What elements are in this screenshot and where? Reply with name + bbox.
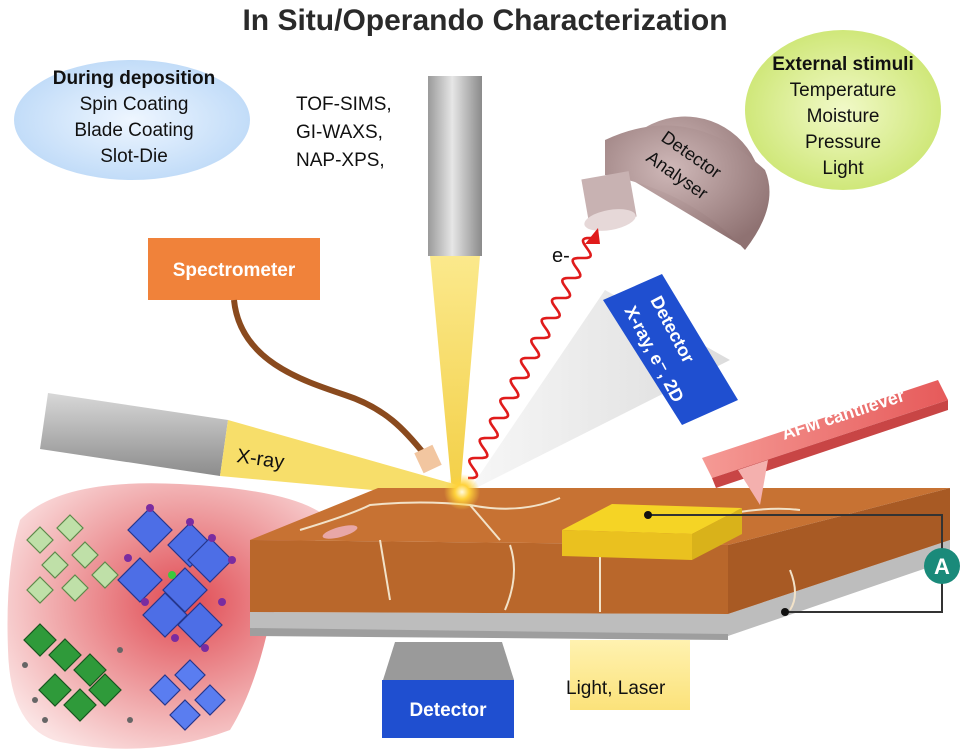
organic-atom (42, 717, 48, 723)
stimuli-item: Pressure (805, 132, 881, 153)
anion-atom (124, 554, 132, 562)
spectrometer-label: Spectrometer (173, 260, 296, 281)
octahedron-green (26, 526, 54, 554)
technique-label: NAP-XPS, (296, 150, 385, 171)
sample-stage (250, 474, 950, 640)
octahedron-layered (73, 653, 107, 687)
anion-atom (218, 598, 226, 606)
octahedron-layered (23, 623, 57, 657)
octahedron-layered (38, 673, 72, 707)
octahedron-blue (142, 592, 188, 638)
deposition-item: Blade Coating (74, 120, 193, 141)
crystal-structure-panel (7, 483, 330, 749)
anion-atom (201, 644, 209, 652)
ammeter-circuit: A (644, 511, 960, 616)
anion-atom (208, 534, 216, 542)
organic-atom (32, 697, 38, 703)
deposition-bubble: During deposition Spin Coating Blade Coa… (14, 60, 250, 180)
beam-source-tube (428, 76, 482, 492)
octahedron-blue (187, 537, 233, 583)
ammeter-icon (924, 548, 960, 584)
deposition-item: Slot-Die (100, 146, 168, 167)
organic-atom (22, 662, 28, 668)
page-title: In Situ/Operando Characterization (242, 4, 727, 37)
stimuli-item: Temperature (790, 80, 897, 101)
technique-label: TOF-SIMS, (296, 94, 392, 115)
anion-atom (228, 556, 236, 564)
octahedron-green (71, 541, 99, 569)
octahedron-blue (177, 602, 223, 648)
bottom-detector-label: Detector (409, 700, 487, 721)
ammeter-label: A (934, 554, 950, 579)
octahedron-blue-small (149, 674, 181, 706)
detector-cone: Detector X-ray, e⁻, 2D (468, 274, 738, 492)
deposition-heading: During deposition (53, 68, 216, 89)
stimuli-heading: External stimuli (772, 54, 914, 75)
technique-label: GI-WAXS, (296, 122, 383, 143)
octahedron-green (61, 574, 89, 602)
xray-source: X-ray (40, 393, 468, 498)
octahedron-blue (117, 557, 163, 603)
stimuli-item: Light (822, 158, 864, 179)
octahedron-layered (88, 673, 122, 707)
light-laser-beam: Light, Laser (566, 640, 690, 710)
electron-label: e- (552, 245, 570, 267)
organic-atom (117, 647, 123, 653)
stimuli-item: Moisture (807, 106, 880, 127)
bottom-detector: Detector (382, 642, 514, 738)
octahedron-blue (162, 567, 208, 613)
octahedron-green (26, 576, 54, 604)
external-stimuli-bubble: External stimuli Temperature Moisture Pr… (745, 30, 941, 190)
cation-atom (168, 571, 176, 579)
octahedron-layered (48, 638, 82, 672)
octahedron-green (56, 514, 84, 542)
octahedron-blue-small (169, 699, 201, 731)
electron-wave: e- (467, 228, 600, 480)
light-laser-label: Light, Laser (566, 678, 666, 699)
anion-atom (141, 598, 149, 606)
techniques-list: TOF-SIMS, GI-WAXS, NAP-XPS, (296, 94, 392, 171)
octahedron-blue-small (174, 659, 206, 691)
octahedron-blue-small (194, 684, 226, 716)
deposition-item: Spin Coating (80, 94, 189, 115)
octahedron-green (91, 561, 119, 589)
anion-atom (171, 634, 179, 642)
octahedron-green (41, 551, 69, 579)
spectrometer: Spectrometer (148, 238, 442, 474)
afm-cantilever: AFM cantilever (702, 380, 948, 505)
organic-atom (127, 717, 133, 723)
anion-atom (146, 504, 154, 512)
octahedron-blue (127, 507, 173, 553)
anion-atom (186, 518, 194, 526)
octahedron-layered (63, 688, 97, 722)
detector-analyser: Detector Analyser (581, 116, 770, 250)
